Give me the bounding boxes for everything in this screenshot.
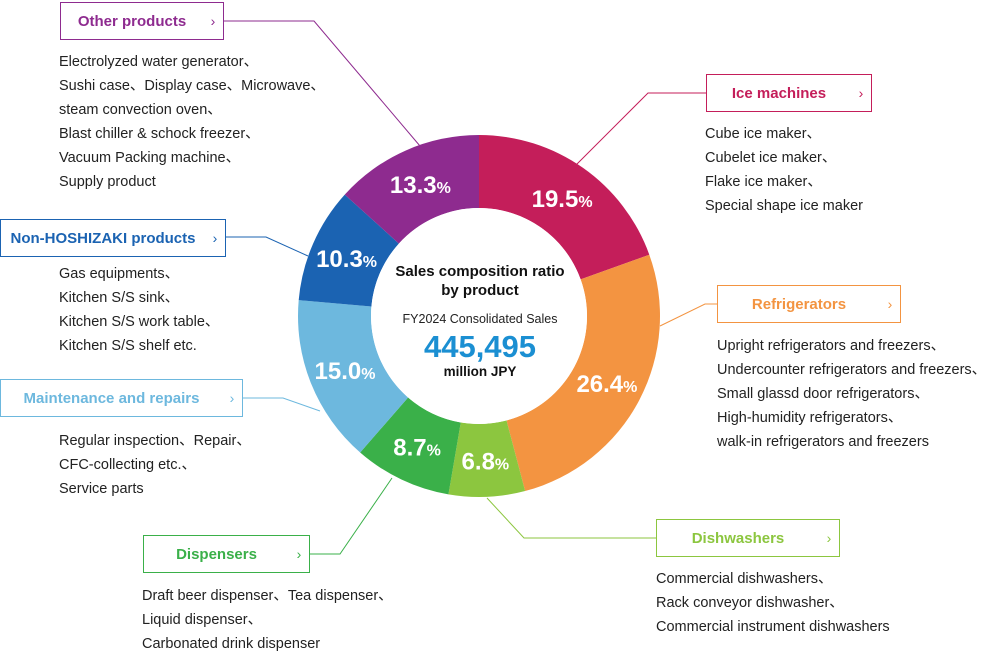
slice-non_hoshizaki (298, 194, 399, 307)
slice-label-dishwashers: 6.8% (462, 448, 510, 475)
chevron-right-icon: › (887, 296, 893, 312)
category-item: Kitchen S/S sink、 (59, 290, 180, 306)
chevron-right-icon: › (296, 546, 302, 562)
category-label: Maintenance and repairs (23, 389, 200, 407)
category-button-ice-machines[interactable]: Ice machines › (706, 74, 872, 112)
connector-lines (224, 20, 717, 555)
connector-ice (575, 92, 706, 166)
slice-label-maintenance: 15.0% (315, 358, 376, 385)
category-label: Non-HOSHIZAKI products (10, 229, 196, 247)
category-item: Undercounter refrigerators and freezers、 (717, 362, 987, 378)
category-item: Commercial instrument dishwashers (656, 619, 890, 635)
category-label: Ice machines (731, 84, 827, 102)
category-item: Commercial dishwashers、 (656, 571, 833, 587)
connector-other (224, 20, 421, 147)
category-item: Gas equipments、 (59, 266, 180, 282)
chevron-right-icon: › (212, 230, 218, 246)
slice-dispensers (360, 397, 461, 495)
chart-title-line1: Sales composition ratio (395, 263, 565, 280)
category-button-maintenance-and-repairs[interactable]: Maintenance and repairs › (0, 379, 243, 417)
category-item: Special shape ice maker (705, 198, 863, 214)
category-items-ice-machines: Cube ice maker、 Cubelet ice maker、 Flake i… (705, 122, 863, 218)
category-label: Other products (77, 12, 187, 30)
category-item: Electrolyzed water generator、 (59, 54, 259, 70)
category-item: Vacuum Packing machine、 (59, 150, 241, 166)
category-item: Kitchen S/S shelf etc. (59, 338, 197, 354)
category-item: Upright refrigerators and freezers、 (717, 338, 946, 354)
category-item: Small glassd door refrigerators、 (717, 386, 929, 402)
chevron-right-icon: › (826, 530, 832, 546)
category-items-refrigerators: Upright refrigerators and freezers、 Under… (717, 334, 986, 454)
connector-non_hoshizaki (226, 236, 309, 257)
chevron-right-icon: › (210, 13, 216, 29)
chart-subtitle: FY2024 Consolidated Sales (402, 312, 558, 326)
category-items-other-products: Electrolyzed water generator、 Sushi case、… (59, 50, 325, 194)
category-item: Flake ice maker、 (705, 174, 822, 190)
category-label: Refrigerators (751, 295, 847, 313)
category-button-other-products[interactable]: Other products › (60, 2, 224, 40)
category-item: High-humidity refrigerators、 (717, 410, 903, 426)
category-item: Blast chiller & schock freezer、 (59, 126, 260, 142)
category-item: Sushi case、Display case、Microwave、 (59, 78, 325, 94)
total-sales-unit: million JPY (443, 364, 517, 379)
slice-label-non_hoshizaki: 10.3% (316, 246, 377, 273)
category-button-dishwashers[interactable]: Dishwashers › (656, 519, 840, 557)
connector-dishwashers (486, 497, 656, 539)
slice-label-dispensers: 8.7% (393, 435, 441, 462)
slice-label-other: 13.3% (390, 172, 451, 199)
category-item: walk-in refrigerators and freezers (717, 434, 929, 450)
category-items-dispensers: Draft beer dispenser、Tea dispenser、 Liqui… (142, 584, 393, 656)
category-button-refrigerators[interactable]: Refrigerators › (717, 285, 901, 323)
category-label: Dispensers (176, 545, 257, 563)
category-items-non-hoshizaki-products: Gas equipments、 Kitchen S/S sink、 Kitchen … (59, 262, 219, 358)
category-item: Cubelet ice maker、 (705, 150, 837, 166)
slice-labels: 19.5% 26.4% 6.8% 8.7% 15.0% 10.3% 13.3% (315, 172, 638, 475)
category-label: Dishwashers (691, 529, 785, 547)
category-items-dishwashers: Commercial dishwashers、 Rack conveyor dis… (656, 567, 890, 639)
category-item: steam convection oven、 (59, 102, 222, 118)
category-items-maintenance-and-repairs: Regular inspection、Repair、 CFC-collecting… (59, 429, 251, 501)
connector-maintenance (243, 397, 321, 412)
chart-title-line2: by product (441, 282, 519, 299)
donut-hole (371, 208, 587, 424)
slice-refrigerators (506, 254, 661, 492)
category-item: Draft beer dispenser、Tea dispenser、 (142, 588, 393, 604)
category-button-non-hoshizaki-products[interactable]: Non-HOSHIZAKI products › (0, 219, 226, 257)
total-sales-value: 445,495 (423, 329, 537, 364)
category-item: Carbonated drink dispenser (142, 636, 321, 652)
connector-refrigerators (659, 303, 717, 327)
chevron-right-icon: › (858, 85, 864, 101)
donut-slices (298, 135, 661, 497)
category-item: Liquid dispenser、 (142, 612, 263, 628)
chart-center-summary: Sales composition ratio by product FY202… (380, 262, 580, 379)
category-button-dispensers[interactable]: Dispensers › (143, 535, 310, 573)
category-item: Regular inspection、Repair、 (59, 433, 251, 449)
slice-dishwashers (448, 420, 526, 497)
category-item: Supply product (59, 174, 156, 190)
slice-label-refrigerators: 26.4% (576, 371, 637, 398)
slice-label-ice: 19.5% (532, 186, 593, 213)
category-item: CFC-collecting etc.、 (59, 457, 196, 473)
chevron-right-icon: › (229, 390, 235, 406)
category-item: Cube ice maker、 (705, 126, 822, 142)
category-item: Kitchen S/S work table、 (59, 314, 220, 330)
category-item: Rack conveyor dishwasher、 (656, 595, 844, 611)
category-item: Service parts (59, 481, 144, 497)
slice-maintenance (298, 300, 409, 453)
connector-dispensers (310, 477, 393, 555)
chart-title: Sales composition ratio by product (380, 262, 580, 300)
slice-ice (479, 135, 650, 280)
slice-other (344, 135, 479, 244)
